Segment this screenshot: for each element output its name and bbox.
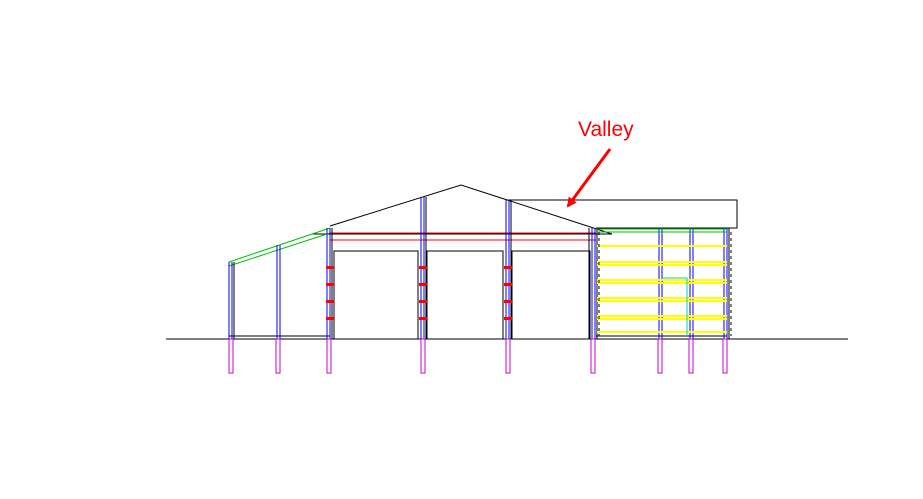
valley-callout: Valley [566, 118, 634, 208]
addition-wall-girts [597, 245, 727, 333]
footings [228, 338, 728, 374]
addition-roof-outline [508, 199, 738, 229]
posts [228, 197, 728, 339]
addition-post-dashes [598, 232, 732, 336]
main-roof-girts [330, 232, 596, 241]
post-outlines [233, 197, 730, 339]
valley-arrow [566, 148, 612, 208]
main-roof-outline [329, 184, 613, 235]
door-openings [333, 250, 591, 339]
addition-top-girts [596, 228, 727, 233]
addition-door-trim [662, 277, 688, 336]
valley-label: Valley [578, 118, 634, 141]
post-girt-blocks [326, 266, 512, 320]
